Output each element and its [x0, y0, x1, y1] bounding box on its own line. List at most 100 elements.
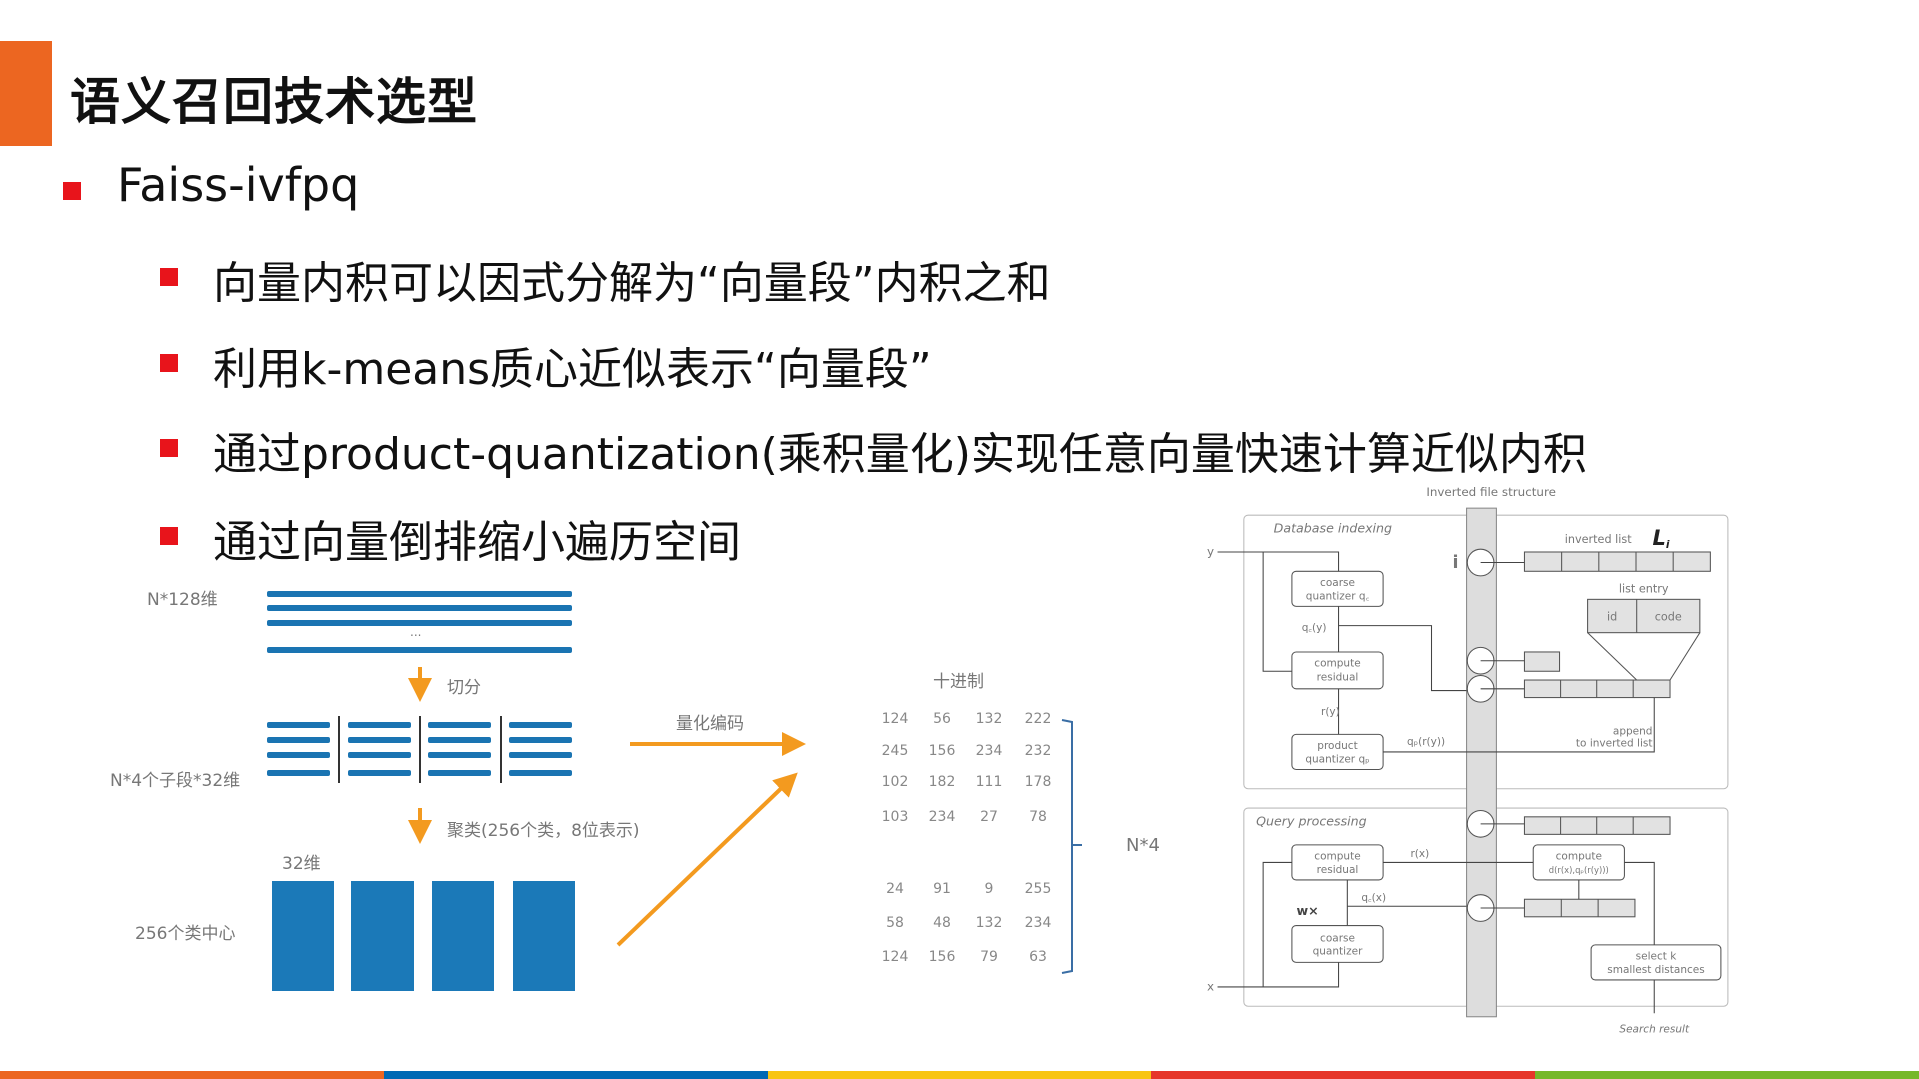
step-cluster: 聚类(256个类，8位表示) — [447, 821, 640, 841]
edge-label: q꜀(x) — [1361, 892, 1386, 904]
centroid-block — [272, 881, 334, 991]
code-value: 255 — [1024, 881, 1052, 897]
code-value: 24 — [886, 881, 904, 897]
code-value: 78 — [1029, 809, 1047, 825]
footer-color-bar — [0, 1071, 1919, 1079]
segment-divider — [338, 716, 340, 783]
subsegment-bar — [348, 752, 411, 758]
subsegment-bar — [428, 770, 491, 776]
edge-label: q꜀(y) — [1302, 622, 1327, 634]
bullet-marker — [160, 268, 178, 286]
code-value: 9 — [984, 881, 994, 897]
bullet-marker — [160, 527, 178, 545]
label-decimal: 十进制 — [933, 672, 984, 692]
code-value: 79 — [980, 949, 998, 965]
code-value: 56 — [933, 711, 951, 727]
code-value: 234 — [1024, 915, 1052, 931]
edge-label: qₚ(r(y)) — [1407, 736, 1445, 748]
edge-label: append — [1613, 725, 1653, 737]
footer-color-segment — [383, 1071, 768, 1079]
footer-color-segment — [1151, 1071, 1536, 1079]
subsegment-bar — [348, 737, 411, 743]
box-text: coarse — [1320, 577, 1355, 589]
subsegment-bar — [428, 752, 491, 758]
input-x: x — [1207, 979, 1214, 993]
box-text: quantizer qₚ — [1305, 753, 1369, 765]
bullet-main: Faiss-ivfpq — [117, 158, 360, 212]
edge-label: to inverted list — [1576, 738, 1653, 750]
subsegment-bar — [267, 770, 330, 776]
index-i: i — [1453, 553, 1459, 573]
arrow-diagonal-icon — [616, 772, 798, 947]
bullet-marker — [160, 354, 178, 372]
vector-bar — [267, 647, 572, 653]
code-value: 156 — [928, 949, 956, 965]
L-i-label: Li — [1652, 525, 1669, 551]
code-value: 103 — [881, 809, 909, 825]
footer-color-segment — [767, 1071, 1152, 1079]
label-n4: N*4 — [1126, 835, 1160, 856]
bullet-sub-1: 向量内积可以因式分解为“向量段”内积之和 — [213, 258, 1051, 309]
box-text: compute — [1314, 658, 1360, 670]
centroid-block — [351, 881, 414, 991]
code-value: 48 — [933, 915, 951, 931]
title-accent-bar — [0, 41, 52, 146]
bullet-marker — [160, 439, 178, 457]
code-value: 178 — [1024, 774, 1052, 790]
centroid-block — [513, 881, 575, 991]
code-label: code — [1655, 610, 1682, 623]
label-dim: 32维 — [282, 854, 321, 874]
box-text: compute — [1314, 851, 1360, 863]
code-value: 102 — [881, 774, 909, 790]
db-section-label: Database indexing — [1274, 521, 1392, 536]
label-centers: 256个类中心 — [135, 924, 236, 944]
code-value: 124 — [881, 949, 909, 965]
code-value: 234 — [928, 809, 956, 825]
code-value: 222 — [1024, 711, 1052, 727]
box-text: coarse — [1320, 932, 1355, 944]
subsegment-bar — [348, 770, 411, 776]
subsegment-bar — [509, 752, 572, 758]
input-y: y — [1207, 545, 1214, 559]
code-value: 245 — [881, 743, 909, 759]
box-text: quantizer q꜀ — [1306, 590, 1370, 602]
code-value: 91 — [933, 881, 951, 897]
search-result-label: Search result — [1619, 1024, 1690, 1036]
code-value: 111 — [975, 774, 1003, 790]
subsegment-bar — [509, 770, 572, 776]
code-value: 63 — [1029, 949, 1047, 965]
subsegment-bar — [267, 722, 330, 728]
inverted-list-label: inverted list — [1565, 533, 1632, 546]
code-value: 132 — [975, 711, 1003, 727]
label-encode: 量化编码 — [676, 714, 744, 734]
code-value: 132 — [975, 915, 1003, 931]
box-text: compute — [1556, 851, 1602, 863]
step-split: 切分 — [447, 678, 481, 698]
bullet-sub-3: 通过product-quantization(乘积量化)实现任意向量快速计算近似… — [213, 429, 1587, 480]
box-text: residual — [1317, 864, 1359, 876]
bullet-sub-2: 利用k-means质心近似表示“向量段” — [213, 344, 932, 395]
subsegment-bar — [267, 752, 330, 758]
brace — [1061, 719, 1082, 974]
slide-title: 语义召回技术选型 — [70, 73, 478, 131]
box-text: quantizer — [1313, 946, 1363, 958]
subsegment-bar — [509, 737, 572, 743]
box-text: d(r(x),qₚ(r(y))) — [1549, 865, 1609, 875]
id-label: id — [1607, 610, 1617, 623]
footer-color-segment — [0, 1071, 384, 1079]
code-value: 124 — [881, 711, 909, 727]
footer-color-segment — [1535, 1071, 1919, 1079]
subsegment-bar — [428, 737, 491, 743]
label-subsegments: N*4个子段*32维 — [110, 771, 241, 791]
ellipsis: ... — [410, 625, 422, 639]
code-value: 27 — [980, 809, 998, 825]
centroid-block — [432, 881, 494, 991]
edge-label: w× — [1296, 903, 1318, 918]
box-text: smallest distances — [1607, 964, 1704, 976]
bullet-marker — [63, 182, 81, 200]
subsegment-bar — [348, 722, 411, 728]
label-vectors: N*128维 — [147, 590, 218, 610]
vector-bar — [267, 591, 572, 597]
bullet-sub-4: 通过向量倒排缩小遍历空间 — [213, 517, 741, 568]
edge-label: r(x) — [1410, 848, 1429, 860]
